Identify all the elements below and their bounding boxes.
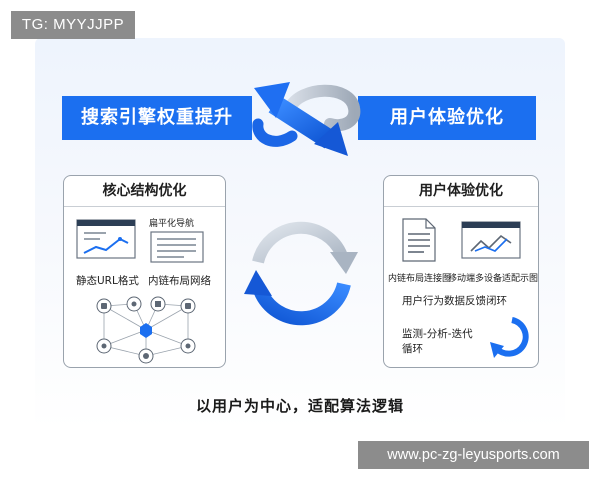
banner-search-weight: 搜索引擎权重提升 <box>62 96 252 140</box>
banner-user-experience: 用户体验优化 <box>358 96 536 140</box>
cycle-line-1: 监测-分析-迭代 <box>402 328 473 340</box>
refresh-cycle-icon <box>244 221 358 326</box>
mobile-adapt-label: 移动端多设备适配示图 <box>448 274 539 284</box>
divider <box>64 206 225 207</box>
flat-nav-label: 扁平化导航 <box>149 219 195 229</box>
internal-layout-label: 内链布局网络 <box>148 275 211 287</box>
browser-trend-icon <box>461 221 521 259</box>
network-graph-icon <box>96 296 196 364</box>
watermark-url-label: www.pc-zg-leyusports.com <box>358 441 589 469</box>
card-core-structure: 核心结构优化 扁平化导航 静态URL格式 内链布局网络 <box>63 175 226 368</box>
cycle-line-2: 循环 <box>402 343 423 355</box>
divider <box>384 206 538 207</box>
feedback-loop-label: 用户行为数据反馈闭环 <box>402 295 507 307</box>
circular-arrow-icon <box>490 317 529 358</box>
card-user-experience: 用户体验优化 内链布局连接图 移动端多设备适配示图 用户行为数据反馈闭环 监测-… <box>383 175 539 368</box>
footer-caption: 以用户为中心，适配算法逻辑 <box>195 397 404 415</box>
static-url-label: 静态URL格式 <box>76 275 139 287</box>
infinity-loop-icon <box>252 82 361 156</box>
internal-link-label: 内链布局连接图 <box>388 274 452 284</box>
card-title: 核心结构优化 <box>102 183 187 199</box>
browser-chart-icon <box>76 219 136 259</box>
list-doc-icon <box>150 231 204 263</box>
document-icon <box>402 218 436 262</box>
watermark-tg-label: TG: MYYJJPP <box>11 11 135 39</box>
card-title: 用户体验优化 <box>419 183 503 199</box>
